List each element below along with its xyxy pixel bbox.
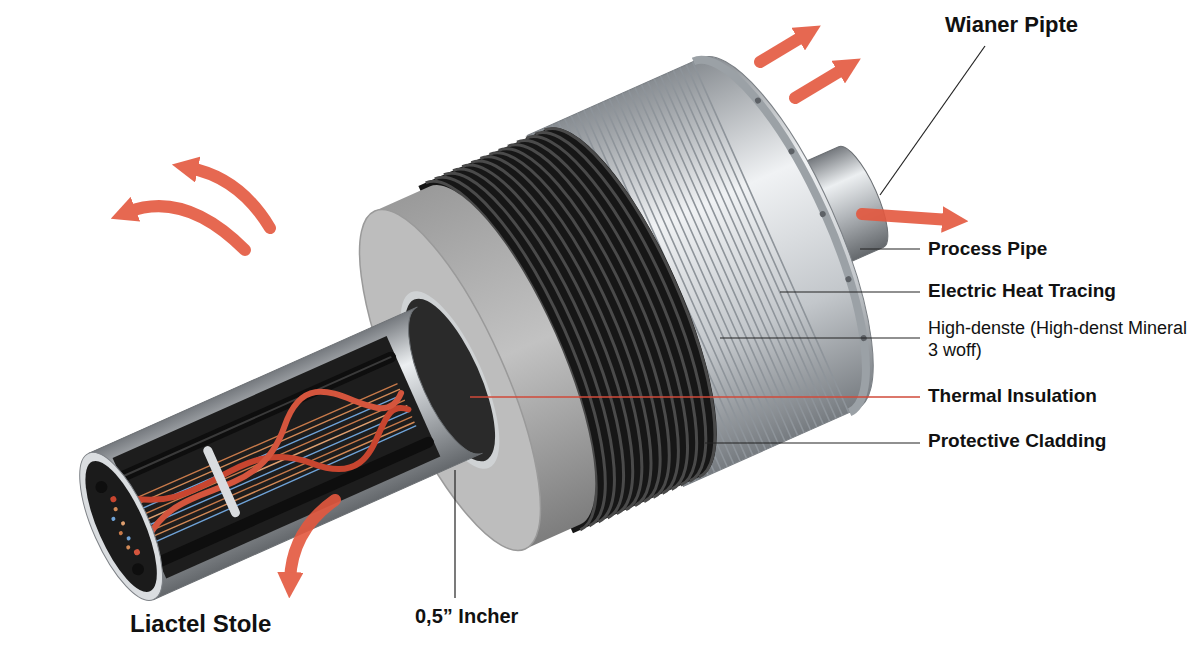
- leader-lines: [455, 46, 985, 598]
- pipe-rim: [63, 442, 179, 611]
- leader-line: [470, 396, 920, 397]
- pipe-bore: [71, 452, 171, 600]
- part-label: Process Pipe: [928, 238, 1047, 261]
- wire-ends: [93, 478, 148, 577]
- part-label: Electric Heat Tracing: [928, 280, 1116, 303]
- heat-arrows: [128, 35, 950, 580]
- part-label: Thermal Insulation: [928, 385, 1097, 408]
- part-label: Liactel Stole: [130, 610, 271, 639]
- part-label: Wianer Pipte: [945, 12, 1078, 38]
- assembly: [17, 15, 953, 654]
- part-label: Protective Cladding: [928, 430, 1106, 453]
- part-label: 0,5” Incher: [415, 604, 518, 628]
- cladding-band: [693, 38, 902, 412]
- part-label: High-denste (High-denst Mineral 3 woff): [928, 318, 1194, 361]
